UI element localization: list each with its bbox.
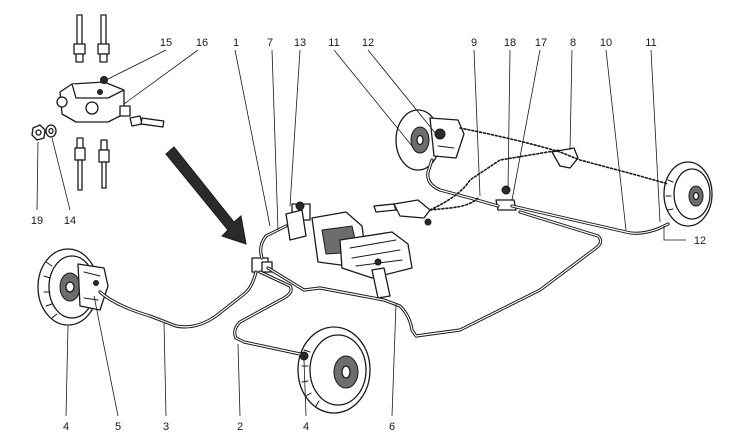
label-6: 6 [389, 421, 395, 433]
front-left-caliper [77, 263, 109, 311]
stud-bolt-lower-right [98, 139, 110, 189]
label-11-right: 11 [645, 37, 656, 49]
brake-pipes [98, 158, 670, 356]
bleed-screw [129, 115, 165, 128]
label-19: 19 [31, 215, 43, 227]
label-13: 13 [294, 37, 306, 49]
label-1: 1 [233, 37, 239, 49]
front-right-brake-disc [297, 326, 371, 414]
rear-left-caliper [429, 117, 465, 159]
label-2: 2 [237, 421, 243, 433]
label-11-left: 11 [328, 37, 339, 49]
rear-right-brake-disc [663, 161, 713, 227]
label-4-left: 4 [63, 421, 69, 433]
leader-lines [36, 49, 686, 417]
label-14: 14 [64, 215, 76, 227]
label-18: 18 [504, 37, 516, 49]
label-15: 15 [160, 37, 172, 49]
label-8: 8 [570, 37, 576, 49]
label-12-right: 12 [694, 235, 706, 247]
valve-body [56, 76, 131, 123]
label-7: 7 [267, 37, 273, 49]
stud-bolt-lower-left [74, 137, 86, 191]
washer [45, 124, 57, 138]
label-5: 5 [115, 421, 121, 433]
nut [31, 124, 46, 141]
label-16: 16 [196, 37, 208, 49]
master-cylinder-assembly [285, 201, 413, 299]
location-arrow [165, 146, 247, 245]
label-10: 10 [600, 37, 612, 49]
label-3: 3 [163, 421, 169, 433]
stud-bolt-upper-right [97, 14, 110, 63]
label-4-right: 4 [303, 421, 309, 433]
regulator-valve-exploded [31, 14, 165, 191]
label-17: 17 [535, 37, 547, 49]
stud-bolt-upper-left [73, 14, 86, 63]
label-9: 9 [471, 37, 477, 49]
label-12-top: 12 [362, 37, 374, 49]
hand-brake-lever [373, 199, 432, 226]
reference-numbers: 1 7 13 11 12 9 18 17 8 10 11 12 15 16 19… [31, 37, 706, 433]
